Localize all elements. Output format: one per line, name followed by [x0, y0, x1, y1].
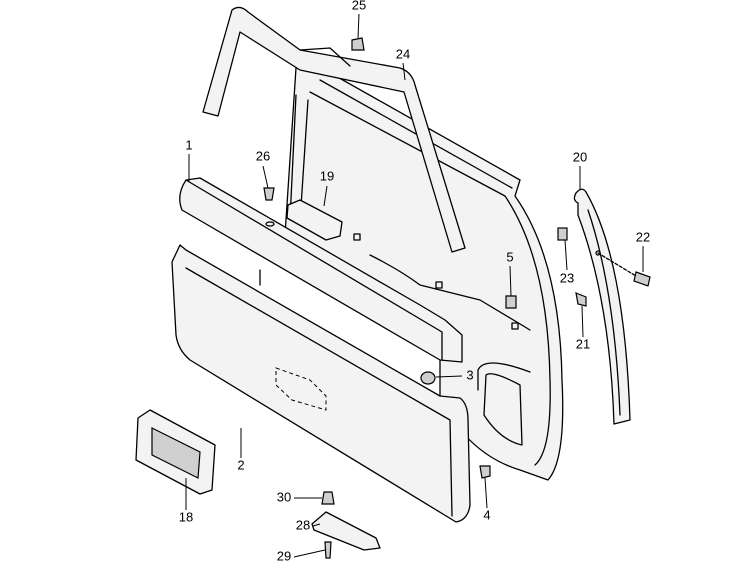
callout-19: 19 [320, 168, 334, 183]
callout-23: 23 [560, 270, 574, 285]
part-26-clip [263, 187, 275, 201]
fasteners [263, 37, 651, 559]
callout-18: 18 [179, 509, 193, 524]
part-2-lower-panel [171, 244, 471, 523]
callout-5: 5 [506, 249, 513, 264]
part-29-screw [324, 541, 332, 559]
callout-24: 24 [396, 46, 410, 61]
part-4-clip [479, 465, 491, 479]
callout-30: 30 [277, 489, 291, 504]
callout-4: 4 [483, 507, 490, 522]
callout-20: 20 [573, 149, 587, 164]
callout-29: 29 [277, 548, 291, 563]
part-21-clip [575, 292, 587, 307]
callout-1: 1 [185, 137, 192, 152]
leader-lines [185, 13, 644, 558]
part-25-clip [351, 37, 365, 51]
part-28-bracket [311, 511, 381, 551]
part-22-screw [633, 271, 651, 287]
callout-labels: 25 24 1 26 19 20 22 23 5 21 3 2 18 4 30 … [179, 0, 650, 563]
part-18-handle-bezel [135, 409, 216, 495]
part-3-grommet [420, 371, 436, 385]
part-5-clip [505, 295, 517, 309]
part-19-handle-cup [286, 199, 343, 241]
part-30-nut [321, 491, 335, 505]
part-24-window-molding [202, 6, 466, 253]
part-20-pillar-trim [573, 188, 631, 425]
part-23-nut [557, 227, 568, 241]
callout-25: 25 [352, 0, 366, 12]
callout-28: 28 [296, 517, 310, 532]
callout-3: 3 [466, 367, 473, 382]
part-1-upper-trim [179, 177, 463, 363]
callout-26: 26 [256, 148, 270, 163]
callout-21: 21 [576, 336, 590, 351]
callout-22: 22 [636, 229, 650, 244]
callout-2: 2 [237, 457, 244, 472]
